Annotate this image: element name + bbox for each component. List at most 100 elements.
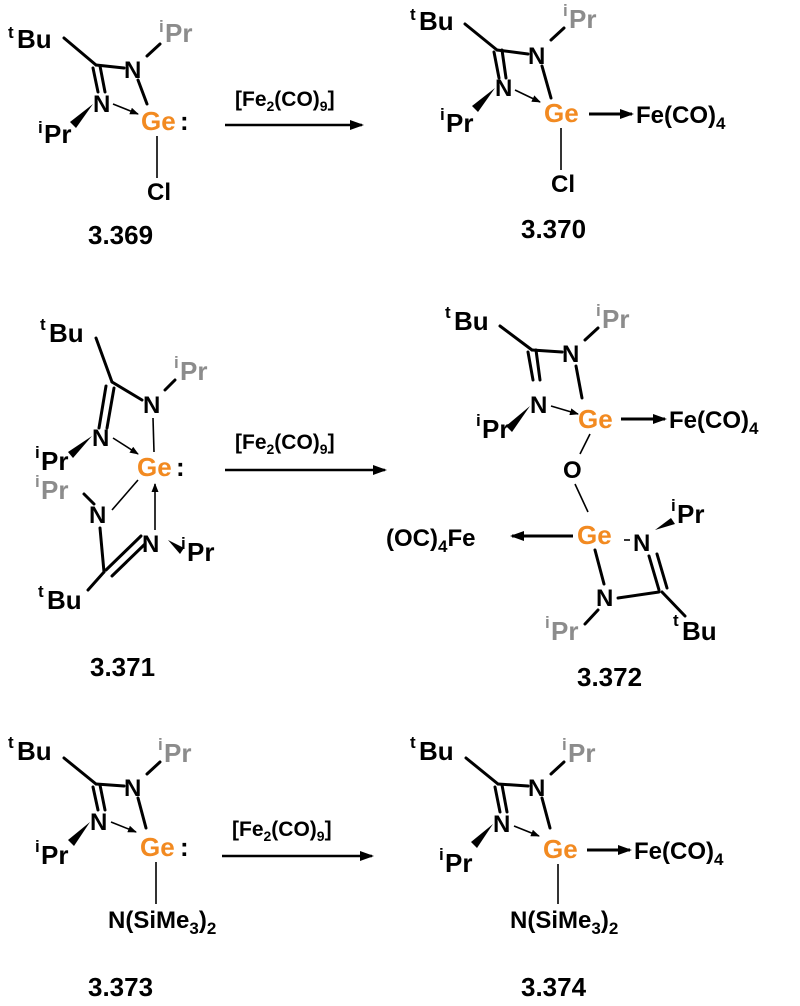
bond [136,796,148,830]
nitrogen-atom: N [92,425,109,452]
tert-butyl-label: t Bu [410,5,454,36]
germanium-atom: Ge [141,106,176,136]
bond [110,380,144,402]
chlorine-atom: Cl [551,171,575,198]
isopropyl-label: i Pr [35,837,68,870]
bond [540,64,553,100]
bond [583,608,600,626]
svg-text:i: i [476,411,481,430]
isopropyl-label: i Pr [158,735,191,768]
tert-butyl-label: t Bu [8,733,52,766]
double-bond-inner [98,64,107,94]
reaction-arrow: [Fe2(CO)9] [222,818,374,861]
nitrogen-atom: N [528,775,545,802]
svg-text:t: t [445,303,451,322]
double-bond-outer [91,785,100,812]
double-bond-inner [105,386,116,430]
compound-3-373: t Bu N N i Pr Ge : i Pr N(SiMe3)2 3.373 [8,733,216,1002]
double-bond-outer [104,534,143,572]
svg-text:Pr: Pr [44,119,71,149]
bond [463,22,499,52]
wedge-bond [70,104,93,128]
reagent-label: [Fe2(CO)9] [232,818,332,844]
dative-bond-arrow [112,103,139,115]
svg-text:Pr: Pr [41,840,68,870]
compound-3-371: t Bu N N i Pr Ge : i Pr i Pr N N [35,315,214,682]
reaction-arrow: [Fe2(CO)9] [225,431,387,475]
bis-trimethylsilyl-amide-label: N(SiMe3)2 [510,907,618,938]
lone-pair: : [180,106,189,136]
wedge-bond [68,822,90,846]
isopropyl-label: i Pr [476,411,509,444]
bis-trimethylsilyl-amide-label: N(SiMe3)2 [108,907,216,938]
nitrogen-atom: N [495,75,512,102]
svg-text:i: i [38,118,43,137]
svg-text:Pr: Pr [602,304,629,334]
double-bond-inner [655,552,669,590]
double-bond-outer [647,554,661,592]
svg-text:i: i [596,301,601,320]
svg-text:t: t [8,23,14,42]
bond [549,760,566,776]
bond [136,78,149,106]
isopropyl-label: i Pr [181,534,214,567]
svg-text:i: i [35,472,40,491]
nitrogen-atom: N [142,531,159,558]
svg-text:i: i [563,1,568,20]
svg-text:t: t [410,5,416,24]
tert-butyl-label: t Bu [40,315,84,348]
compound-number: 3.369 [88,220,153,250]
lone-pair: : [176,452,185,482]
dative-bond-arrow [513,825,540,837]
nitrogen-atom: N [124,775,141,802]
bond [62,756,98,786]
double-bond-outer [493,785,502,814]
double-bond-inner [500,48,508,80]
germanium-atom: Ge [578,404,613,434]
svg-text:Pr: Pr [446,108,473,138]
compound-number: 3.370 [521,214,586,244]
svg-text:Pr: Pr [164,738,191,768]
compound-number: 3.373 [88,972,153,1002]
nitrogen-atom: N [493,811,510,838]
bond [498,324,534,352]
svg-text:i: i [159,17,164,36]
tert-butyl-label: t Bu [445,303,489,336]
nitrogen-atom: N [90,809,107,836]
double-bond-outer [526,350,535,382]
svg-text:Pr: Pr [165,18,192,48]
tert-butyl-label: t Bu [673,611,717,646]
germanium-atom: Ge [137,452,172,482]
bond [62,36,98,67]
nitrogen-atom: N [528,43,545,70]
nitrogen-atom: N [93,91,110,118]
double-bond-outer [492,50,501,80]
isopropyl-label: i Pr [596,301,629,334]
wedge-bond [506,406,530,432]
svg-text:Pr: Pr [482,414,509,444]
bond [145,760,162,776]
lone-pair: : [180,832,189,862]
double-bond-inner [534,348,542,382]
svg-text:Pr: Pr [187,537,214,567]
svg-text:Pr: Pr [551,616,578,646]
svg-text:t: t [673,611,679,630]
germanium-atom: Ge [544,98,579,128]
bond [540,796,552,830]
svg-text:Pr: Pr [569,4,596,34]
svg-text:i: i [174,353,179,372]
wedge-bond [68,436,92,458]
svg-text:Bu: Bu [47,585,82,615]
bond [593,548,606,586]
nitrogen-atom: N [633,530,650,557]
svg-text:i: i [439,845,444,864]
oxygen-atom: O [563,457,582,484]
bond [574,364,584,400]
bond [94,336,114,384]
svg-text:Pr: Pr [445,848,472,878]
reaction-arrow: [Fe2(CO)9] [225,88,364,130]
bond [98,526,106,574]
bond [574,483,589,513]
svg-text:t: t [8,733,14,752]
svg-text:Pr: Pr [41,446,68,476]
